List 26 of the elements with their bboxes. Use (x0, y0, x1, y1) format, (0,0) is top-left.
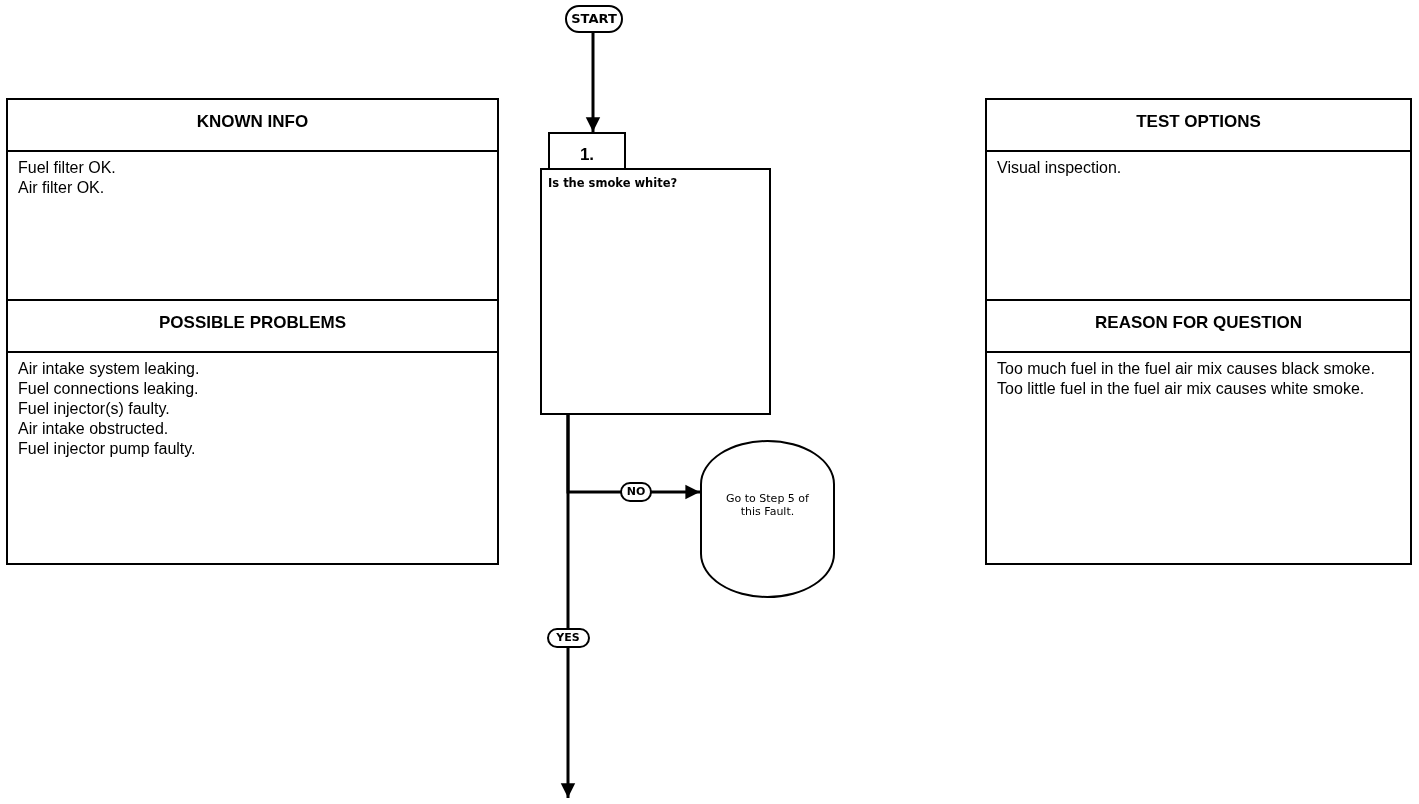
panel-text: Fuel filter OK. (17, 158, 117, 178)
goto-text: Go to Step 5 of this Fault. (725, 492, 810, 518)
panel-text: Air filter OK. (17, 178, 106, 198)
panel-text: Air intake system leaking. (17, 359, 201, 379)
question-text: Is the smoke white? (548, 176, 678, 190)
edge-label: YES (546, 628, 590, 648)
panel-text: Too much fuel in the fuel air mix causes black smoke. Too little fuel in the fuel air mix causes white smoke. (996, 359, 1376, 399)
panel-text: Fuel connections leaking. (17, 379, 200, 399)
info-panel (985, 98, 1412, 301)
panel-heading: KNOWN INFO (8, 100, 497, 152)
panel-text: Fuel injector(s) faulty. (17, 399, 171, 419)
panel-heading: TEST OPTIONS (987, 100, 1410, 152)
edge-label: NO (620, 482, 652, 502)
step-number: 1. (548, 132, 626, 170)
step-box (540, 132, 771, 415)
arrow (585, 33, 601, 132)
panel-heading: POSSIBLE PROBLEMS (8, 301, 497, 353)
info-panel (985, 299, 1412, 565)
terminal-pill: START (565, 5, 623, 33)
panel-text: Fuel injector pump faulty. (17, 439, 197, 459)
arrow (560, 415, 576, 798)
info-panel (6, 98, 499, 301)
info-panel (6, 299, 499, 565)
panel-text: Visual inspection. (996, 158, 1123, 178)
panel-heading: REASON FOR QUESTION (987, 301, 1410, 353)
panel-text: Air intake obstructed. (17, 419, 170, 439)
